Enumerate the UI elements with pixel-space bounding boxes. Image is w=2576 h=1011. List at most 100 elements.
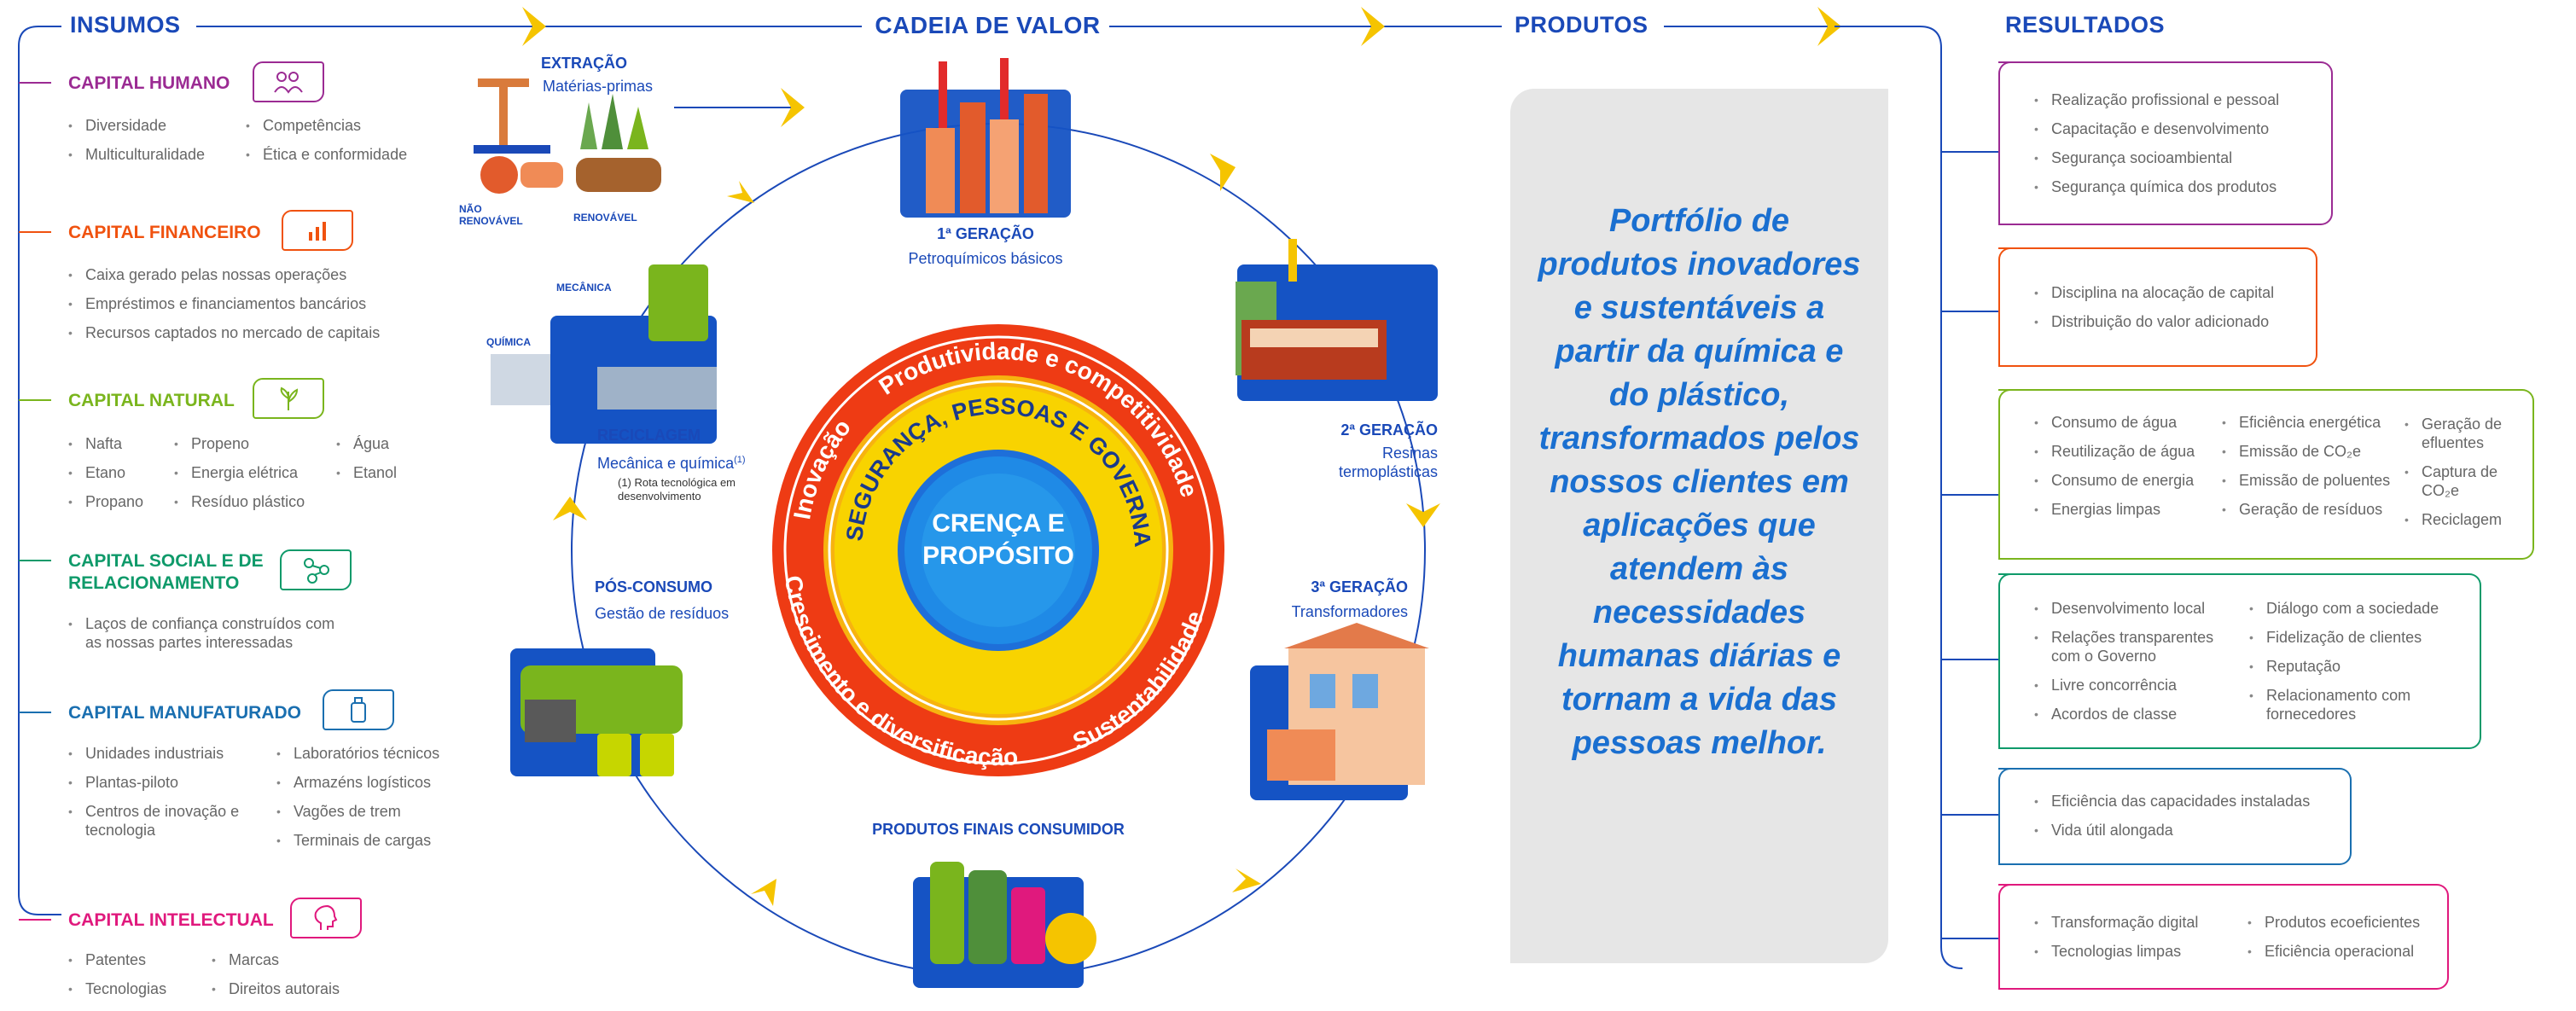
recycling-icon: [491, 264, 717, 410]
list-item: Empréstimos e financiamentos bancários: [67, 289, 380, 318]
list-item: Laboratórios técnicos: [275, 744, 471, 763]
list-item: Transformação digital: [2032, 908, 2198, 937]
capital-manufaturado-list-1: Unidades industriais Plantas-piloto Cent…: [67, 744, 263, 850]
stage-pos-sub: Gestão de resíduos: [595, 605, 730, 622]
capital-humano-list-1: Diversidade Multiculturalidade: [67, 111, 205, 169]
list-item: Caixa gerado pelas nossas operações: [67, 260, 380, 289]
quimica-label: QUÍMICA: [486, 336, 531, 348]
capital-social-list: Laços de confiança construídos com as no…: [67, 614, 348, 662]
list-item: Tecnologias limpas: [2032, 937, 2198, 966]
resultado-box-social: Desenvolvimento local Relações transpare…: [1998, 573, 2481, 749]
resultado-list-2: Eficiência energética Emissão de CO₂e Em…: [2220, 408, 2390, 524]
list-item: Energia elétrica: [172, 458, 305, 487]
consumer-products-icon: [930, 862, 1096, 964]
list-item: Recursos captados no mercado de capitais: [67, 318, 380, 347]
list-item: Diversidade: [67, 111, 205, 140]
list-item: Nafta: [67, 429, 143, 458]
resultado-list-2: Produtos ecoeficientes Eficiência operac…: [2246, 908, 2420, 966]
bottle-icon: [323, 689, 394, 730]
capital-manufaturado-title: CAPITAL MANUFATURADO: [68, 703, 301, 723]
stage-g1-name: 1ª GERAÇÃO: [937, 225, 1034, 242]
stage-pos-name: PÓS-CONSUMO: [595, 578, 713, 596]
stage-g1-sub: Petroquímicos básicos: [908, 250, 1063, 267]
resultado-list: Disciplina na alocação de capital Distri…: [2032, 278, 2274, 336]
resultado-list: Realização profissional e pessoal Capaci…: [2032, 85, 2279, 201]
resultado-box-natural: Consumo de água Reutilização de água Con…: [1998, 389, 2534, 560]
list-item: Vagões de trem: [275, 802, 471, 821]
list-item: Geração de efluentes: [2403, 415, 2531, 452]
oil-pump-icon: [474, 78, 563, 194]
list-item: Armazéns logísticos: [275, 773, 471, 792]
list-item: Laços de confiança construídos com as no…: [67, 614, 348, 652]
resultado-list-1: Desenvolvimento local Relações transpare…: [2032, 599, 2237, 734]
list-item: Vida útil alongada: [2032, 816, 2310, 845]
list-item: Propano: [67, 487, 143, 516]
list-item: Multiculturalidade: [67, 140, 205, 169]
capital-natural-list-2: Propeno Energia elétrica Resíduo plástic…: [172, 429, 305, 516]
list-item: Água: [334, 429, 397, 458]
list-item: Emissão de CO₂e: [2220, 437, 2390, 466]
list-item: Segurança socioambiental: [2032, 143, 2279, 172]
capital-natural-list-1: Nafta Etano Propano: [67, 429, 143, 516]
stage-g2-sub: Resinas termoplásticas: [1338, 444, 1438, 480]
resultado-box-manufaturado: Eficiência das capacidades instaladas Vi…: [1998, 768, 2352, 865]
list-item: Reputação: [2247, 657, 2478, 676]
stage-g3-name: 3ª GERAÇÃO: [1311, 578, 1408, 596]
arrow-icon: [553, 497, 587, 520]
produtos-panel: Portfólio de produtos inovadores e suste…: [1510, 89, 1888, 963]
list-item: Centros de inovação e tecnologia: [67, 802, 263, 840]
capital-intelectual-list-1: Patentes Tecnologias: [67, 945, 166, 1003]
stage-extracao-name: EXTRAÇÃO: [541, 55, 628, 72]
insumos-header: INSUMOS: [70, 12, 181, 38]
list-item: Etano: [67, 458, 143, 487]
list-item: Capacitação e desenvolvimento: [2032, 114, 2279, 143]
list-item: Reciclagem: [2403, 510, 2531, 529]
list-item: Distribuição do valor adicionado: [2032, 307, 2274, 336]
list-item: Propeno: [172, 429, 305, 458]
list-item: Consumo de água: [2032, 408, 2195, 437]
capital-natural-title: CAPITAL NATURAL: [68, 391, 235, 410]
list-item: Segurança química dos produtos: [2032, 172, 2279, 201]
list-item: Fidelização de clientes: [2247, 628, 2478, 647]
list-item: Captura de CO₂e: [2403, 462, 2531, 500]
capital-manufaturado-list-2: Laboratórios técnicos Armazéns logístico…: [275, 744, 471, 860]
list-item: Energias limpas: [2032, 495, 2195, 524]
list-item: Resíduo plástico: [172, 487, 305, 516]
arrow-icon: [1232, 869, 1261, 892]
nao-renovavel-label: NÃO RENOVÁVEL: [459, 203, 523, 227]
resultado-list-1: Transformação digital Tecnologias limpas: [2032, 908, 2198, 966]
list-item: Reutilização de água: [2032, 437, 2195, 466]
arrow-icon: [751, 879, 776, 906]
stage-g3-sub: Transformadores: [1291, 603, 1408, 620]
mecanica-label: MECÂNICA: [556, 282, 612, 293]
capital-financeiro-list: Caixa gerado pelas nossas operações Empr…: [67, 260, 380, 347]
resultados-header: RESULTADOS: [2005, 12, 2165, 38]
capital-intelectual-list-2: Marcas Direitos autorais: [210, 945, 340, 1003]
resultado-box-intelectual: Transformação digital Tecnologias limpas…: [1998, 884, 2449, 990]
list-item: Plantas-piloto: [67, 773, 263, 792]
core-label: CRENÇA E PROPÓSITO: [922, 509, 1074, 570]
list-item: Patentes: [67, 945, 166, 974]
list-item: Tecnologias: [67, 974, 166, 1003]
capital-natural-list-3: Água Etanol: [334, 429, 397, 487]
network-icon: [280, 549, 352, 590]
arrow-right-icon: [522, 7, 546, 46]
list-item: Eficiência operacional: [2246, 937, 2420, 966]
renovavel-label: RENOVÁVEL: [573, 212, 637, 224]
list-item: Eficiência das capacidades instaladas: [2032, 787, 2310, 816]
capital-intelectual-title: CAPITAL INTELECTUAL: [68, 910, 274, 930]
list-item: Terminais de cargas: [275, 831, 471, 850]
resultado-box-financeiro: Disciplina na alocação de capital Distri…: [1998, 247, 2317, 367]
warehouse-icon: [1267, 623, 1429, 785]
produtos-text: Portfólio de produtos inovadores e suste…: [1538, 203, 1861, 761]
chart-icon: [282, 210, 353, 251]
list-item: Desenvolvimento local: [2032, 599, 2237, 618]
arrow-icon: [727, 181, 754, 203]
arrow-icon: [1406, 503, 1440, 527]
list-item: Competências: [244, 111, 407, 140]
list-item: Realização profissional e pessoal: [2032, 85, 2279, 114]
list-item: Consumo de energia: [2032, 466, 2195, 495]
resultado-box-humano: Realização profissional e pessoal Capaci…: [1998, 61, 2333, 225]
stage-recic-note: (1) Rota tecnológica em desenvolvimento: [618, 476, 736, 503]
